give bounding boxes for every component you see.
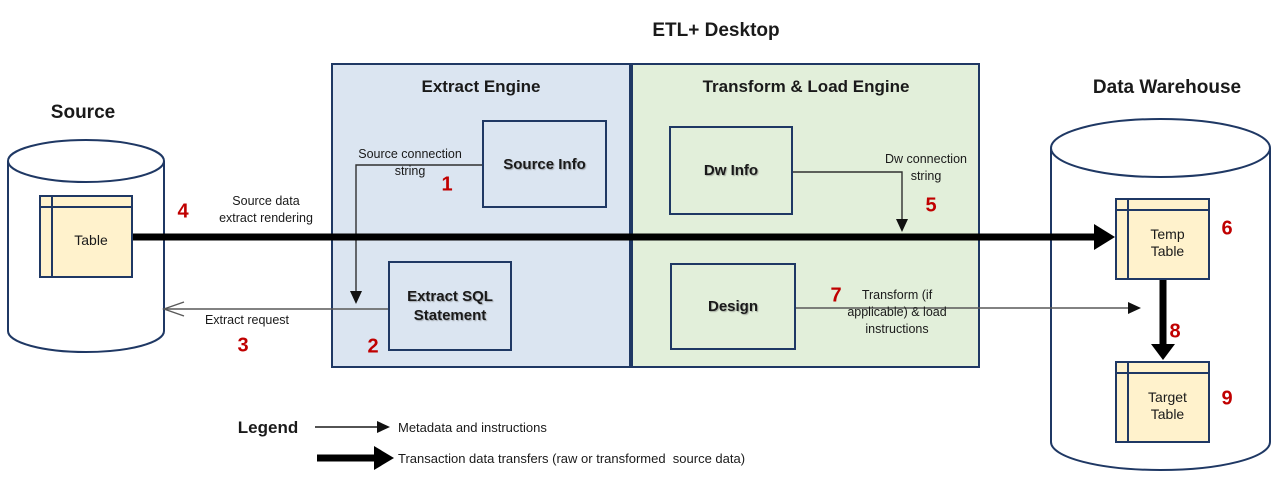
source-data-label: Source data extract rendering bbox=[219, 194, 313, 225]
step-number-4: 4 bbox=[177, 200, 189, 223]
temp-table-label: Temp Table bbox=[1150, 226, 1185, 259]
table-column-line bbox=[1127, 363, 1129, 441]
table-header-line bbox=[1117, 209, 1208, 211]
source-info-box: Source Info bbox=[482, 120, 607, 208]
table-header-line bbox=[1117, 372, 1208, 374]
dw-connection-label: Dw connection string bbox=[885, 152, 967, 183]
legend-thin-arrow bbox=[315, 421, 390, 433]
target-table-label: Target Table bbox=[1148, 389, 1187, 422]
source-title: Source bbox=[50, 102, 116, 123]
legend-metadata-label: Metadata and instructions bbox=[398, 420, 547, 435]
step-number-2: 2 bbox=[367, 335, 379, 358]
transform-load-label: Transform (if applicable) & load instruc… bbox=[847, 288, 947, 336]
step-number-8: 8 bbox=[1169, 320, 1181, 343]
legend-transaction-label: Transaction data transfers (raw or trans… bbox=[398, 451, 746, 466]
extract-engine-title: Extract Engine bbox=[421, 77, 541, 96]
table-header-line bbox=[41, 206, 131, 208]
step-number-5: 5 bbox=[925, 194, 937, 217]
design-label: Design bbox=[707, 298, 758, 315]
page-title: ETL+ Desktop bbox=[652, 20, 780, 41]
source-table-label: Table bbox=[74, 232, 108, 248]
warehouse-title: Data Warehouse bbox=[1092, 77, 1242, 98]
dw-info-label: Dw Info bbox=[703, 162, 759, 179]
step-number-1: 1 bbox=[441, 173, 453, 196]
target-table-icon: Target Table bbox=[1115, 361, 1210, 443]
legend-title: Legend bbox=[237, 418, 299, 437]
temp-table-icon: Temp Table bbox=[1115, 198, 1210, 280]
extract-request-label: Extract request bbox=[204, 313, 290, 327]
step-number-6: 6 bbox=[1221, 217, 1233, 240]
extract-sql-label: Extract SQL Statement bbox=[407, 288, 493, 324]
extract-sql-box: Extract SQL Statement bbox=[388, 261, 512, 351]
step-number-3: 3 bbox=[237, 334, 249, 357]
source-info-label: Source Info bbox=[503, 155, 586, 173]
source-table-icon: Table bbox=[39, 195, 133, 278]
dw-info-box: Dw Info bbox=[669, 126, 793, 215]
step-number-7: 7 bbox=[830, 284, 842, 307]
legend-thick-arrow bbox=[317, 446, 394, 470]
table-column-line bbox=[1127, 200, 1129, 278]
table-column-line bbox=[51, 197, 53, 276]
design-box: Design bbox=[670, 263, 796, 350]
transform-engine-title: Transform & Load Engine bbox=[702, 77, 910, 96]
step-number-9: 9 bbox=[1221, 387, 1233, 410]
